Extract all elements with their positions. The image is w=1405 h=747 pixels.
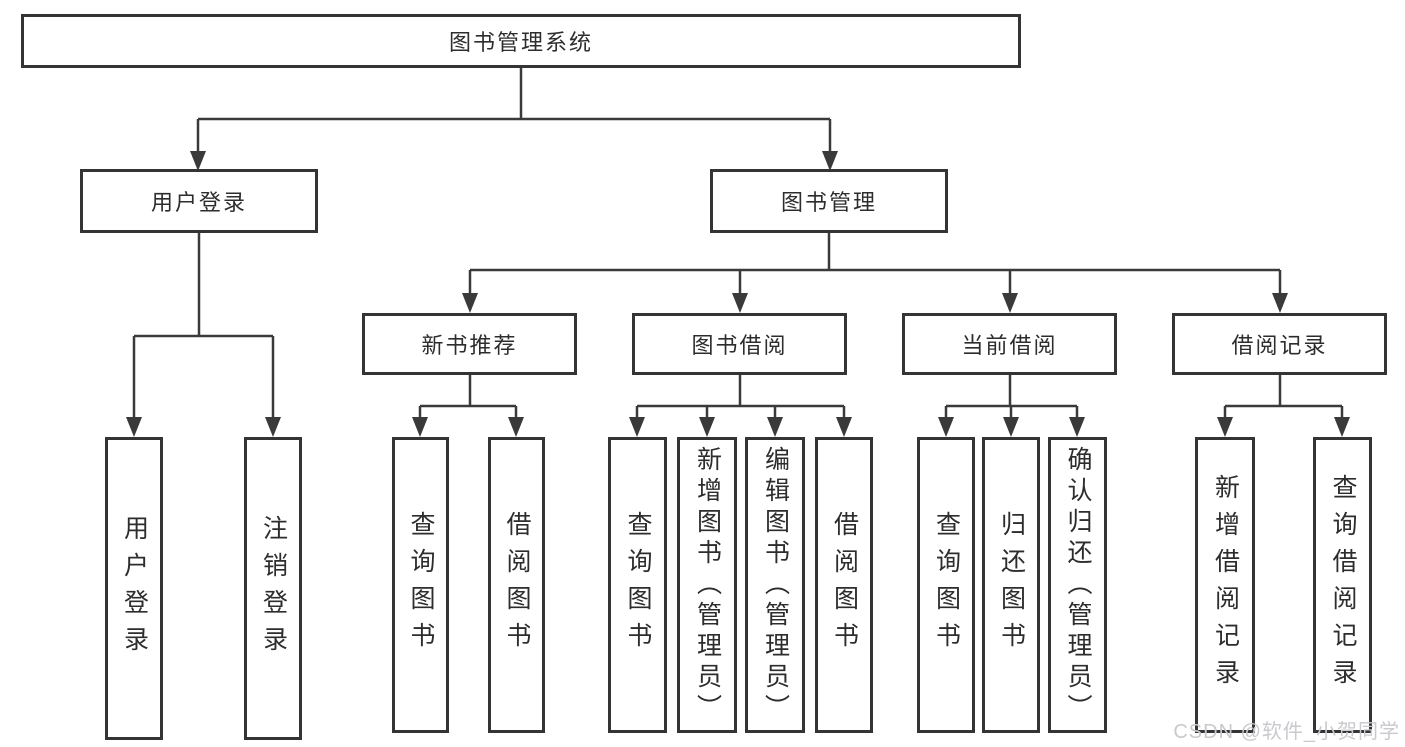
node-book-management: 图书管理: [710, 169, 948, 233]
node-label: 编辑图书（管理员）: [761, 445, 790, 725]
node-current-borrowing: 当前借阅: [902, 313, 1117, 375]
node-borrowing-records: 借阅记录: [1172, 313, 1387, 375]
node-new-book-recommend: 新书推荐: [362, 313, 577, 375]
watermark: CSDN @软件_小贺同学: [1173, 721, 1400, 743]
node-edit-book-admin: 编辑图书（管理员）: [745, 437, 805, 733]
node-borrow-books-2: 借阅图书: [815, 437, 873, 733]
node-label: 用户登录: [150, 190, 247, 215]
node-confirm-return-admin: 确认归还（管理员）: [1048, 437, 1107, 733]
node-add-book-admin: 新增图书（管理员）: [677, 437, 737, 733]
node-book-borrowing: 图书借阅: [632, 313, 847, 375]
node-query-books-2: 查询图书: [608, 437, 667, 733]
node-label: 图书管理: [780, 190, 877, 215]
node-label: 查询图书: [407, 511, 435, 659]
node-label: 注销登录: [259, 514, 288, 663]
node-label: 查询图书: [932, 511, 961, 659]
node-label: 新书推荐: [421, 333, 518, 358]
node-return-books: 归还图书: [982, 437, 1040, 733]
node-borrow-books-1: 借阅图书: [488, 437, 545, 733]
node-label: 借阅记录: [1231, 333, 1328, 358]
node-label: 图书借阅: [691, 333, 788, 358]
node-label: 新增图书（管理员）: [693, 445, 722, 725]
node-logout: 注销登录: [244, 437, 302, 740]
node-label: 新增借阅记录: [1211, 474, 1240, 696]
node-label: 借阅图书: [830, 511, 859, 659]
node-query-books-1: 查询图书: [392, 437, 449, 733]
node-label: 借阅图书: [503, 511, 531, 659]
node-label: 图书管理系统: [448, 30, 593, 55]
node-user-login: 用户登录: [105, 437, 163, 740]
node-user-login-group: 用户登录: [80, 169, 318, 233]
node-label: 归还图书: [997, 511, 1026, 659]
node-add-borrow-record: 新增借阅记录: [1195, 437, 1255, 733]
node-label: 查询借阅记录: [1329, 474, 1357, 696]
node-query-books-3: 查询图书: [917, 437, 975, 733]
node-label: 当前借阅: [961, 333, 1058, 358]
node-library-management-system: 图书管理系统: [21, 14, 1021, 68]
node-label: 用户登录: [120, 514, 149, 663]
node-query-borrow-record: 查询借阅记录: [1313, 437, 1372, 733]
node-label: 查询图书: [624, 511, 652, 659]
node-label: 确认归还（管理员）: [1064, 445, 1092, 725]
